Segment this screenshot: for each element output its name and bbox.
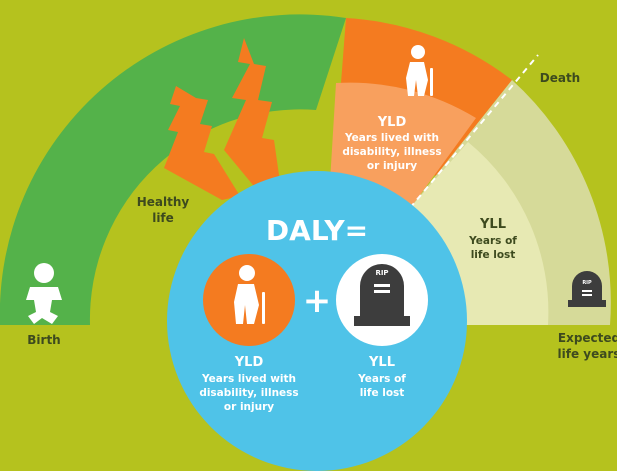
healthy-life-label-2: life: [152, 211, 174, 225]
baby-icon: [26, 263, 62, 324]
death-divider-line: [409, 54, 539, 209]
tombstone-icon: RIP: [568, 271, 606, 307]
healthy-life-label-1: Healthy: [137, 195, 190, 209]
expected-life-years-label-1: Expected: [558, 331, 617, 345]
formula-yll-title: YLL: [368, 355, 395, 370]
formula-yld-title: YLD: [234, 355, 264, 370]
elderly-person-icon: [406, 45, 433, 96]
expected-life-years-label-2: life years: [558, 347, 617, 361]
elderly-person-icon: [234, 265, 265, 324]
formula-yll-line-1: Years of: [357, 373, 406, 385]
arc-yld-line-2: disability, illness: [342, 146, 441, 158]
tombstone-rip-small: RIP: [582, 280, 592, 286]
daly-circle: [167, 171, 467, 471]
lightning-bolt-large: [224, 38, 282, 196]
arc-yld-line-3: or injury: [367, 160, 417, 172]
arc-yll-line-1: Years of: [468, 235, 517, 247]
tombstone-rip-large: RIP: [375, 269, 388, 277]
arc-yll-line-2: life lost: [471, 249, 516, 261]
formula-yll-line-2: life lost: [360, 387, 405, 399]
formula-yld-line-1: Years lived with: [201, 373, 296, 385]
lightning-bolt-small: [164, 86, 240, 200]
daly-title: DALY=: [266, 214, 368, 247]
yld-inner-region: [330, 82, 476, 206]
plus-sign: +: [303, 281, 332, 321]
arc-yld-line-1: Years lived with: [344, 132, 439, 144]
birth-label: Birth: [27, 333, 60, 347]
arc-yld-title: YLD: [377, 115, 407, 130]
formula-yld-line-2: disability, illness: [199, 387, 298, 399]
tombstone-icon: RIP: [354, 264, 410, 326]
arc-yll-title: YLL: [479, 217, 506, 232]
formula-yld-line-3: or injury: [224, 401, 274, 413]
death-label: Death: [540, 71, 580, 85]
